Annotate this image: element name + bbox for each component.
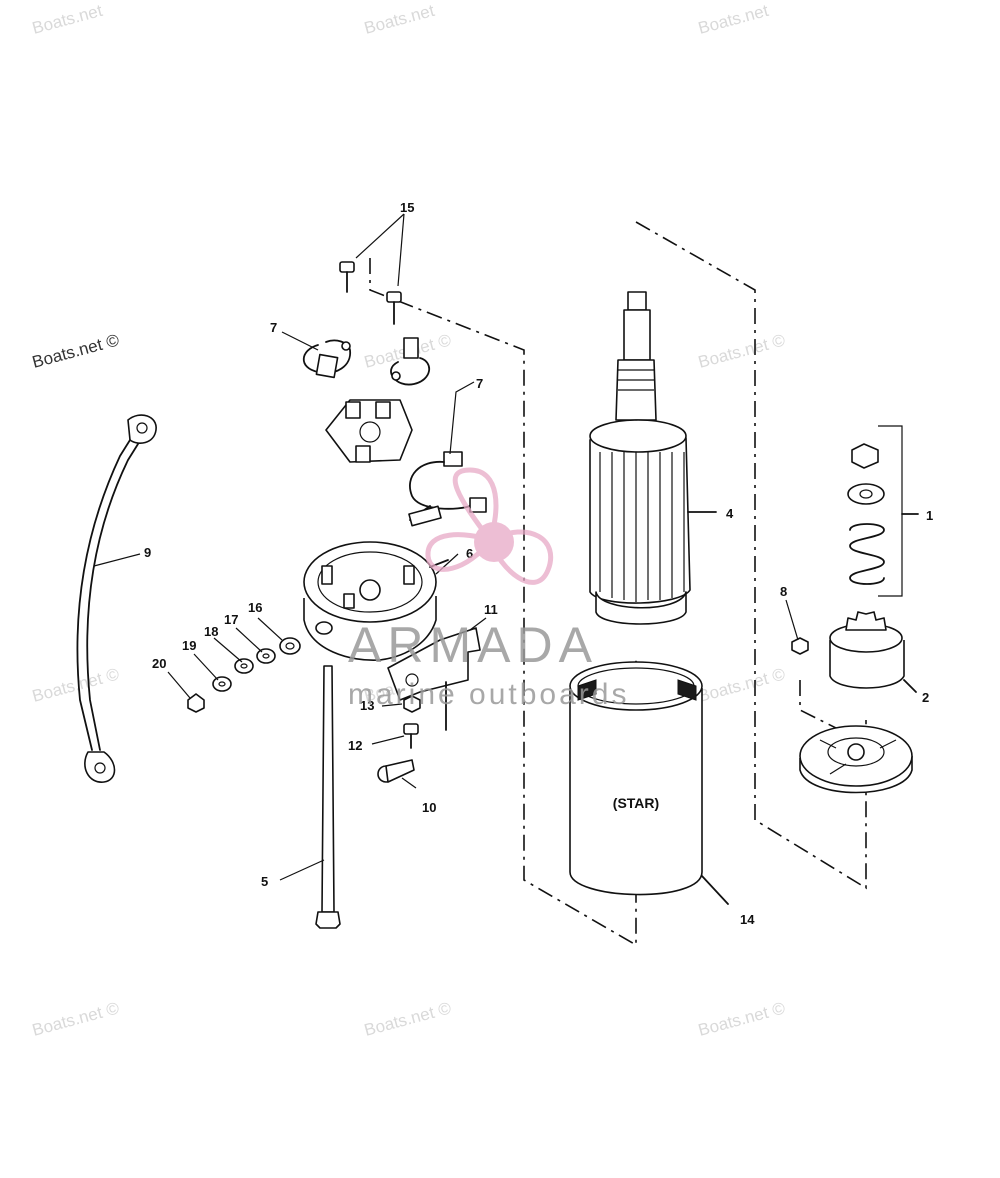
screw-12 [403,723,419,749]
screw-10 [377,759,415,783]
callout-18: 18 [204,624,218,639]
callout-9: 9 [144,545,151,560]
drive-hardware-1 [847,425,919,597]
nut-13 [403,695,421,713]
screw-15 [339,261,402,325]
washers-nuts-16-20 [187,637,301,713]
callout-8: 8 [780,584,787,599]
brush-lead-wire [408,451,487,527]
watermark: Boats.net © [696,330,787,372]
callout-13: 13 [360,698,374,713]
brand-tagline: marine outboards [348,678,629,711]
watermark: Boats.net © [362,998,453,1040]
brush-holder-plate [325,399,413,463]
through-bolt-5 [315,665,341,929]
callout-14: 14 [740,912,755,927]
watermark: Boats.net [362,1,437,38]
watermark: Boats.net [696,1,771,38]
callout-20: 20 [152,656,166,671]
nut-8 [791,637,809,655]
watermark: Boats.net © [30,664,121,706]
watermark: Boats.net © [30,330,121,372]
callout-5: 5 [261,874,268,889]
callout-10: 10 [422,800,436,815]
watermark: Boats.net © [696,998,787,1040]
housing-marking: (STAR) [613,795,659,811]
armature-windings [599,452,685,602]
callout-1: 1 [926,508,933,523]
brand-name: ARMADA [348,617,598,673]
housing-14: (STAR) [569,661,729,905]
watermark: Boats.net © [30,998,121,1040]
callout-12: 12 [348,738,362,753]
watermark: Boats.net [30,1,105,38]
callout-4: 4 [726,506,734,521]
callout-7b: 7 [476,376,483,391]
callout-6: 6 [466,546,473,561]
watermark: Boats.net © [696,664,787,706]
callout-7a: 7 [270,320,277,335]
callout-labels: 1 2 4 5 6 7 7 8 9 10 11 12 13 14 15 16 1… [144,200,933,927]
callout-15: 15 [400,200,414,215]
leader-lines [93,213,799,881]
end-cap-6 [303,541,449,661]
callout-17: 17 [224,612,238,627]
callout-11: 11 [484,602,498,617]
callout-19: 19 [182,638,196,653]
battery-cable-9 [76,414,157,783]
bracket-11 [387,627,481,731]
callout-16: 16 [248,600,262,615]
propeller-logo-icon [425,467,554,585]
drive-end-cap [799,725,913,794]
armature-4 [589,291,717,625]
brand-logo: ARMADA marine outboards [348,467,629,711]
brush-spring-7 [302,337,430,386]
callout-2: 2 [922,690,929,705]
pinion-2 [829,611,917,693]
